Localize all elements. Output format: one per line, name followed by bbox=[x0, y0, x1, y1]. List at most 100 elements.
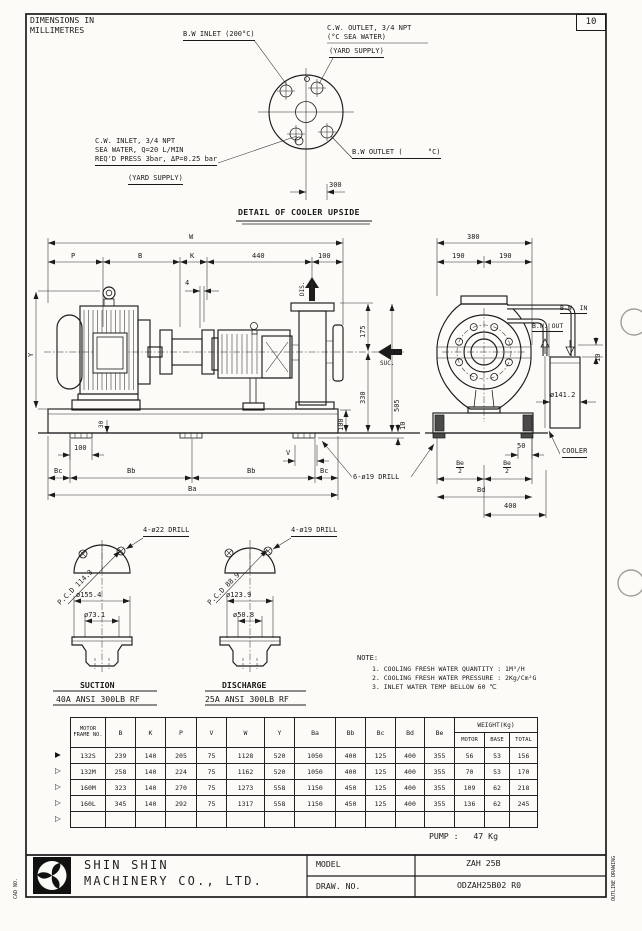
table-cell: 1050 bbox=[294, 747, 336, 764]
table-cell: 62 bbox=[484, 795, 510, 812]
table-cell: 400 bbox=[395, 763, 425, 780]
outline-drawing-label: OUTLINE DRAWING bbox=[611, 855, 617, 901]
table-cell bbox=[196, 811, 227, 828]
drawing-no-value: ODZAH25B02 R0 bbox=[457, 880, 522, 890]
dim-175: 175 bbox=[359, 325, 367, 338]
row-marker-icon: ▷ bbox=[55, 766, 61, 775]
weight-header: WEIGHT(Kg) bbox=[454, 717, 538, 733]
cw-inlet-label-3: REQ'D PRESS 3bar, ΔP=0.25 bar bbox=[95, 155, 218, 167]
table-cell: 56 bbox=[454, 747, 485, 764]
cw-outlet-label-2: (°C SEA WATER) bbox=[327, 33, 387, 41]
cw-outlet-label-3: (YARD SUPPLY) bbox=[329, 47, 384, 59]
table-cell: 1150 bbox=[294, 779, 336, 796]
col-header: P bbox=[165, 717, 197, 748]
company-logo bbox=[33, 857, 71, 894]
table-cell: 53 bbox=[484, 747, 510, 764]
dim-100-pad-width: 100 bbox=[74, 444, 87, 452]
table-cell: 75 bbox=[196, 747, 227, 764]
dim-w: W bbox=[189, 233, 194, 241]
table-row bbox=[70, 811, 538, 828]
table-cell: 160L bbox=[70, 795, 106, 812]
dim-380: 380 bbox=[467, 233, 480, 241]
table-cell: 355 bbox=[424, 795, 455, 812]
table-cell: 132M bbox=[70, 763, 106, 780]
dim-be2-left: Be 2 bbox=[452, 459, 468, 476]
dim-10-pad: 10 bbox=[399, 421, 407, 430]
table-cell: 558 bbox=[264, 795, 295, 812]
table-cell: 140 bbox=[135, 779, 166, 796]
table-cell: 258 bbox=[105, 763, 136, 780]
notes-label: NOTE: bbox=[357, 654, 379, 662]
table-cell bbox=[454, 811, 485, 828]
be-denominator: 2 bbox=[503, 467, 511, 476]
suction-flange-drawing bbox=[53, 537, 157, 706]
table-cell: 292 bbox=[165, 795, 197, 812]
model-label: MODEL bbox=[316, 859, 341, 869]
cooler-detail-drawing bbox=[217, 39, 428, 225]
table-cell: 170 bbox=[509, 763, 538, 780]
suction-inner-dia: ø73.1 bbox=[84, 611, 106, 619]
table-cell: 125 bbox=[365, 763, 396, 780]
suction-spec: 40A ANSI 300LB RF bbox=[56, 694, 140, 704]
table-cell: 400 bbox=[395, 779, 425, 796]
table-cell: 345 bbox=[105, 795, 136, 812]
table-cell: 109 bbox=[454, 779, 485, 796]
dim-10-pipe: 10 bbox=[594, 353, 602, 362]
table-cell: 140 bbox=[135, 747, 166, 764]
row-marker-icon: ▷ bbox=[55, 782, 61, 791]
table-cell: 140 bbox=[135, 763, 166, 780]
model-value: ZAH 25B bbox=[466, 858, 501, 868]
table-cell: 205 bbox=[165, 747, 197, 764]
table-cell: 1273 bbox=[226, 779, 265, 796]
dim-y: Y bbox=[27, 352, 35, 357]
table-cell: 520 bbox=[264, 747, 295, 764]
dim-300: 300 bbox=[329, 181, 342, 189]
table-cell: 125 bbox=[365, 747, 396, 764]
col-header: Be bbox=[424, 717, 455, 748]
note-line-3: 3. INLET WATER TEMP BELLOW 60 ℃ bbox=[372, 683, 497, 691]
discharge-flow-label: DIS. bbox=[299, 281, 306, 296]
note-line-2: 2. COOLING FRESH WATER PRESSURE : 2Kg/Cm… bbox=[372, 674, 537, 682]
dim-b: B bbox=[138, 252, 143, 260]
table-cell bbox=[70, 811, 106, 828]
table-cell: 70 bbox=[454, 763, 485, 780]
dim-bc-right: Bc bbox=[320, 467, 329, 475]
col-header: Y bbox=[264, 717, 295, 748]
cw-inlet-label-2: SEA WATER, Q=20 L/MIN bbox=[95, 146, 184, 154]
row-marker-icon: ▷ bbox=[55, 798, 61, 807]
dim-330: 330 bbox=[359, 391, 367, 404]
suction-flow-label: SUC. bbox=[380, 360, 395, 367]
dim-bd: Bd bbox=[477, 486, 486, 494]
table-cell: 224 bbox=[165, 763, 197, 780]
dim-100-base: 100 bbox=[337, 418, 345, 431]
table-cell: 270 bbox=[165, 779, 197, 796]
table-cell: 400 bbox=[395, 795, 425, 812]
discharge-inner-dia: ø50.8 bbox=[233, 611, 255, 619]
table-cell: 1128 bbox=[226, 747, 265, 764]
units-note-line2: MILLIMETRES bbox=[30, 25, 85, 35]
table-cell: 218 bbox=[509, 779, 538, 796]
discharge-outer-dia: ø123.9 bbox=[226, 591, 252, 599]
table-cell: 75 bbox=[196, 779, 227, 796]
table-cell: 1050 bbox=[294, 763, 336, 780]
table-cell: 75 bbox=[196, 763, 227, 780]
table-cell bbox=[294, 811, 336, 828]
dim-400: 400 bbox=[504, 502, 517, 510]
table-cell: 450 bbox=[335, 779, 366, 796]
cooler-detail-title: DETAIL OF COOLER UPSIDE bbox=[238, 207, 360, 217]
discharge-caption: DISCHARGE bbox=[222, 680, 267, 690]
dim-k: K bbox=[190, 252, 195, 260]
bw-inlet-label: B.W INLET (200°C) bbox=[183, 30, 255, 42]
table-cell bbox=[264, 811, 295, 828]
dim-505: 505 bbox=[393, 399, 401, 412]
cooler-label: COOLER bbox=[562, 447, 588, 459]
table-cell: 1317 bbox=[226, 795, 265, 812]
dim-bc-left: Bc bbox=[54, 467, 63, 475]
table-cell bbox=[395, 811, 425, 828]
base-drill-note: 6-ø19 DRILL bbox=[353, 473, 400, 481]
title-block-frame bbox=[26, 854, 606, 897]
bw-out-label: B.W. OUT bbox=[532, 322, 564, 333]
